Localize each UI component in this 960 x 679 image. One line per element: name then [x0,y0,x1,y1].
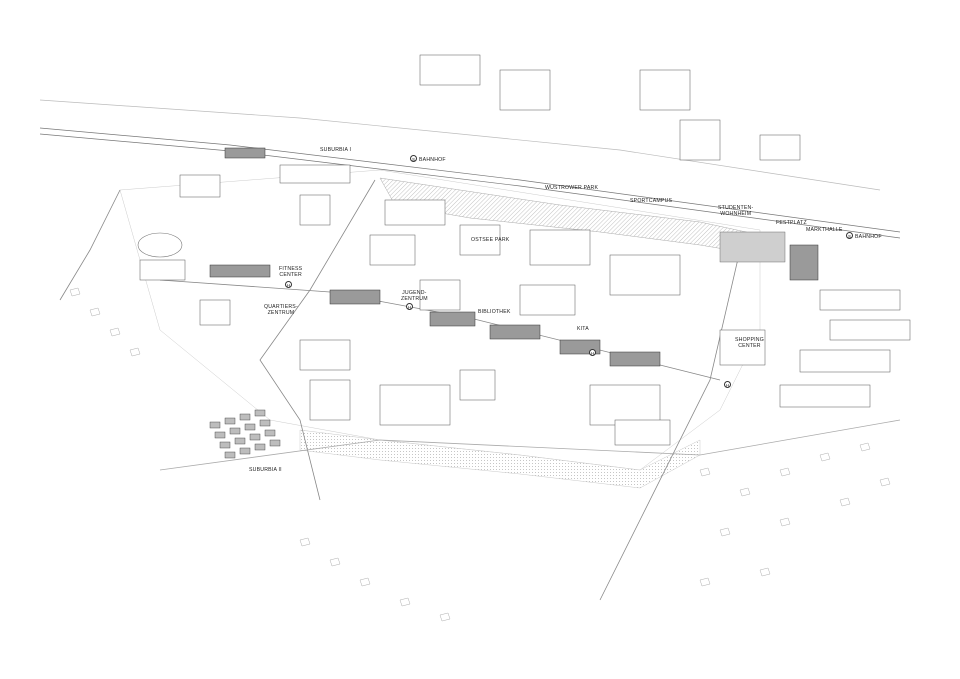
label-ostsee-park: OSTSEE PARK [471,237,510,243]
suburb-houses [69,287,891,622]
label-bibliothek: BIBLIOTHEK [478,309,511,315]
label-studentenwohnheim: STUDENTEN-WOHNHEIM [718,205,754,217]
label-festplatz: FESTPLATZ [776,220,807,226]
festplatz-grid [719,231,786,263]
label-sportcampus: SPORTCAMPUS [630,198,673,204]
h-stop-jugend-icon: H [406,303,413,310]
railway [39,99,901,239]
label-kita: KITA [577,326,589,332]
label-markthalle: MARKTHALLE [806,227,843,233]
label-jugendzentrum: JUGEND-ZENTRUM [401,290,428,302]
label-bahnhof-east: BAHNHOF [855,234,882,240]
buildings [139,54,911,446]
s-bahn-east-icon: S [846,232,853,239]
label-bahnhof-north: BAHNHOF [419,157,446,163]
district-area [119,169,761,471]
s-bahn-icon: S [410,155,417,162]
roads [59,179,901,601]
label-suburbia-1: SUBURBIA I [320,147,352,153]
h-stop-icon: H [285,281,292,288]
label-quartierszentrum: QUARTIERS-ZENTRUM [264,304,298,316]
h-stop-kita-icon: H [589,349,596,356]
label-suburbia-2: SUBURBIA II [249,467,282,473]
suburbia-2-cluster [209,409,281,459]
label-wustrower-park: WUSTROWER PARK [545,185,599,191]
sports-track [137,232,183,258]
h-stop-shopping-icon: H [724,381,731,388]
